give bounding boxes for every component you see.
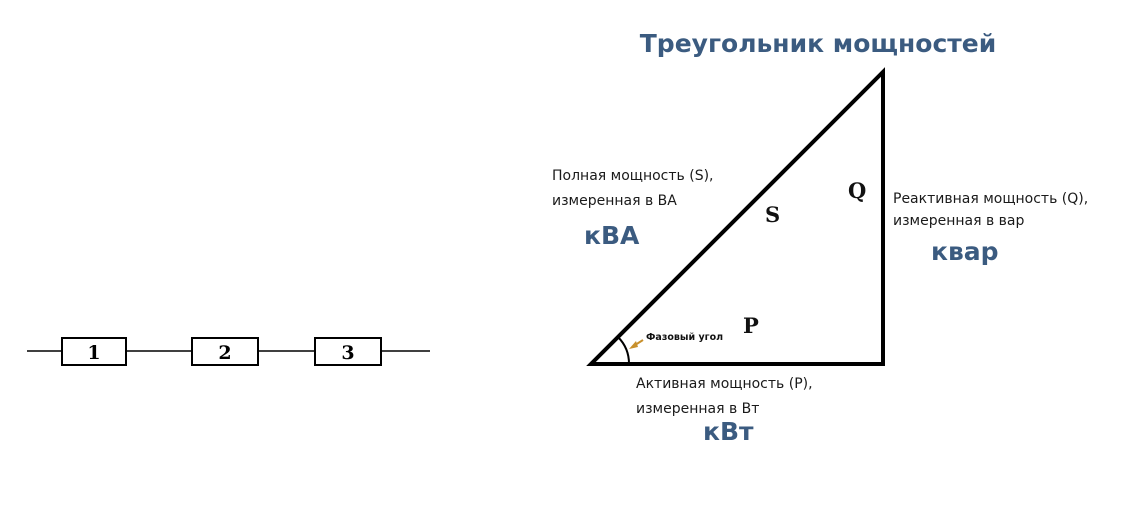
apparent-power-caption: Полная мощность (S), измеренная в ВА кВА [552, 168, 714, 250]
apparent-power-line1: Полная мощность (S), [552, 168, 714, 184]
active-power-caption: Активная мощность (P), измеренная в Вт к… [636, 376, 813, 446]
apparent-power-unit: кВА [584, 221, 640, 250]
reactive-power-line1: Реактивная мощность (Q), [893, 191, 1088, 207]
reactive-power-letter: Q [848, 178, 866, 203]
active-power-unit: кВт [703, 417, 754, 446]
circuit-element-1-box [61, 337, 127, 366]
series-circuit: 1 2 3 [27, 337, 430, 366]
reactive-power-caption: Реактивная мощность (Q), измеренная в ва… [893, 191, 1088, 266]
phase-angle-arc [617, 336, 631, 365]
circuit-element-2-label: 2 [218, 342, 231, 364]
reactive-power-line2: измеренная в вар [893, 213, 1025, 229]
active-power-letter: P [743, 313, 759, 338]
circuit-element-3: 3 [314, 337, 382, 366]
apparent-power-letter: S [765, 202, 780, 227]
circuit-element-2: 2 [191, 337, 259, 366]
power-triangle: Треугольник мощностей Фазовый угол S Q P… [552, 29, 1088, 446]
circuit-element-1-label: 1 [87, 342, 100, 364]
triangle-title: Треугольник мощностей [640, 29, 997, 58]
phase-angle-label: Фазовый угол [646, 332, 723, 343]
active-power-line2: измеренная в Вт [636, 401, 759, 417]
circuit-element-3-box [314, 337, 382, 366]
circuit-element-2-box [191, 337, 259, 366]
active-power-line1: Активная мощность (P), [636, 376, 813, 392]
reactive-power-unit: квар [931, 237, 999, 266]
circuit-element-3-label: 3 [341, 342, 354, 364]
triangle-shape [586, 67, 885, 366]
phase-angle-arrow-icon [629, 339, 644, 349]
circuit-element-1: 1 [61, 337, 127, 366]
apparent-power-line2: измеренная в ВА [552, 193, 677, 209]
